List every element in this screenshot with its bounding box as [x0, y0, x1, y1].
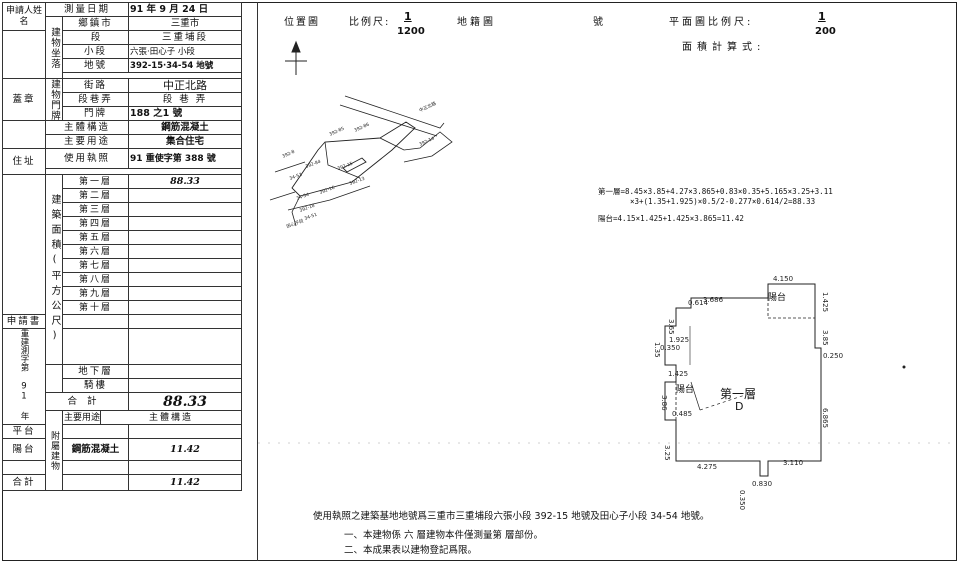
cadastral-suffix: 號 — [593, 17, 603, 28]
dimension-label: 3.85 — [821, 330, 829, 346]
map-label: 392-8 — [281, 149, 296, 160]
note-1: 一、本建物係 六 層建物本件僅測量第 層部份。 — [344, 530, 544, 541]
area-calc-balcony: 陽台=4.15×1.425+1.425×3.865=11.42 — [598, 214, 744, 223]
dimension-label: 0.830 — [752, 480, 772, 488]
map-label: 392-18 — [299, 203, 316, 214]
dimension-label: 3.25 — [663, 445, 671, 461]
location-map-scale-label: 比例尺: — [349, 17, 391, 28]
dimension-label: 0.250 — [823, 352, 843, 360]
dimension-label: 3.110 — [783, 459, 803, 467]
map-label: 田心子段 — [285, 217, 305, 230]
map-label: 中正北路 — [418, 100, 438, 114]
dimension-label: 1.425 — [668, 370, 688, 378]
dimension-label: 1.35 — [653, 342, 661, 358]
dimension-label: 0.485 — [672, 410, 692, 418]
dimension-label: 0.614 — [688, 299, 709, 307]
location-map-scale-num: 1 — [404, 10, 412, 23]
dimension-label: 0.350 — [660, 344, 680, 352]
dimension-label: 6.865 — [821, 408, 829, 428]
dimension-label: 1.925 — [669, 336, 689, 344]
map-label: 392-16 — [319, 185, 336, 196]
license-note: 使用執照之建築基地地號爲三重市三重埔段六張小段 392-15 地號及田心子小段 … — [313, 511, 710, 522]
seal-label: 蓋章 — [1, 78, 47, 121]
area-calc-line-1: 第一層=8.45×3.85+4.27×3.865+0.83×0.35+5.165… — [598, 187, 833, 196]
column-divider — [257, 2, 258, 561]
annex-total-value: 11.42 — [128, 474, 243, 491]
survey-results-table: 申請人姓名 測量日期 91 年 9 月 24 日 建物坐落 鄉鎮市 三重市 段 … — [1, 2, 243, 561]
dimension-label: 4.275 — [697, 463, 717, 471]
unit-label: D — [735, 400, 744, 413]
dimension-label: 4.150 — [773, 275, 793, 283]
balcony-label-top: 陽台 — [768, 293, 787, 303]
map-label: 34-53 — [289, 172, 303, 182]
location-map-scale-den: 1200 — [397, 26, 425, 37]
map-label: 34-54 — [296, 192, 310, 202]
map-label: 392-84 — [305, 159, 322, 170]
dimension-label: 3.686 — [703, 296, 724, 304]
map-label: 392-86 — [353, 122, 370, 134]
dimension-label: 3.86 — [660, 395, 668, 411]
dimension-label: 0.350 — [738, 490, 746, 510]
applicant-name-cell — [1, 30, 47, 79]
application-text: 重建測字第 91 年 9 月 18 日 1067 號 — [1, 328, 47, 425]
floor-plan-scale-num: 1 — [818, 10, 826, 23]
floor-plan-scale-den: 200 — [815, 26, 836, 37]
map-label: 392-13 — [349, 176, 366, 187]
area-calc-label: 面積計算式: — [682, 42, 766, 53]
first-floor-label: 第一層 — [720, 387, 757, 401]
dimension-label: 1.425 — [821, 292, 829, 312]
map-label: 34-51 — [304, 212, 318, 222]
map-label: 392-85 — [328, 126, 345, 138]
dimension-label: 3.65 — [667, 319, 675, 335]
cadastral-label: 地籍圖 — [457, 17, 496, 28]
map-label: 392-14 — [418, 136, 435, 148]
annex-total-label: 合計 — [1, 474, 47, 491]
area-calc-line-2: ×3+(1.35+1.925)×0.5/2-0.277×0.614/2=88.3… — [630, 197, 816, 206]
floor-plan-title: 平面圖比例尺: — [669, 17, 754, 28]
note-2: 二、本成果表以建物登記爲限。 — [344, 545, 478, 556]
balcony-label-left: 陽台 — [676, 385, 695, 395]
map-label: 392-15 — [337, 161, 354, 172]
location-map-title: 位置圖 — [284, 17, 320, 28]
